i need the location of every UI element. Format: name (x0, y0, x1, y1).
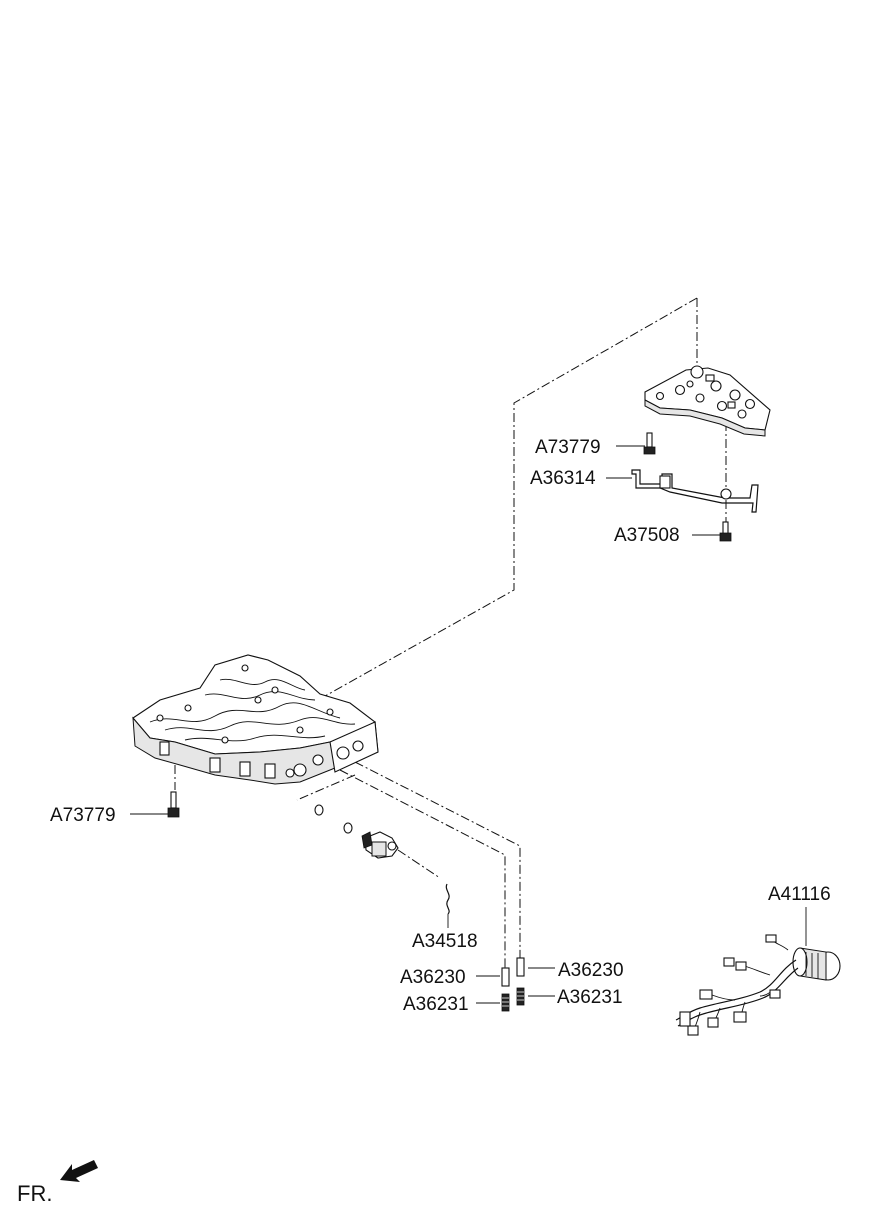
fr-label: FR. (17, 1181, 52, 1206)
label-a36314[interactable]: A36314 (530, 468, 596, 489)
bolt-a73779-left[interactable] (130, 791, 180, 818)
pin-a36230-right[interactable] (516, 957, 555, 977)
guide-lines (174, 297, 727, 968)
spring-a36231-right[interactable] (516, 987, 555, 1006)
spring-a36231-left[interactable] (476, 993, 510, 1012)
label-a36230-right[interactable]: A36230 (558, 960, 624, 981)
label-a36231-right[interactable]: A36231 (557, 987, 623, 1008)
wiring-harness-a41116[interactable] (675, 907, 841, 1036)
label-a36231-left[interactable]: A36231 (403, 994, 469, 1015)
bracket-a36314[interactable] (606, 469, 759, 513)
label-a36230-left[interactable]: A36230 (400, 967, 466, 988)
label-a73779-top[interactable]: A73779 (535, 437, 601, 458)
front-arrow-icon (60, 1160, 98, 1182)
bolt-a37508[interactable] (692, 521, 732, 542)
label-a34518[interactable]: A34518 (412, 931, 478, 952)
label-a73779-left[interactable]: A73779 (50, 805, 116, 826)
main-valve-body[interactable] (132, 654, 379, 785)
label-a37508[interactable]: A37508 (614, 525, 680, 546)
upper-valve-plate[interactable] (644, 365, 771, 437)
pin-a36230-left[interactable] (476, 967, 510, 987)
label-a41116[interactable]: A41116 (768, 884, 831, 905)
bolt-a73779-top[interactable] (616, 432, 656, 455)
clip-a34518[interactable] (445, 883, 450, 928)
solenoid-valve[interactable] (361, 831, 399, 859)
o-rings[interactable] (314, 804, 353, 834)
front-direction-indicator: FR. (17, 1160, 98, 1206)
